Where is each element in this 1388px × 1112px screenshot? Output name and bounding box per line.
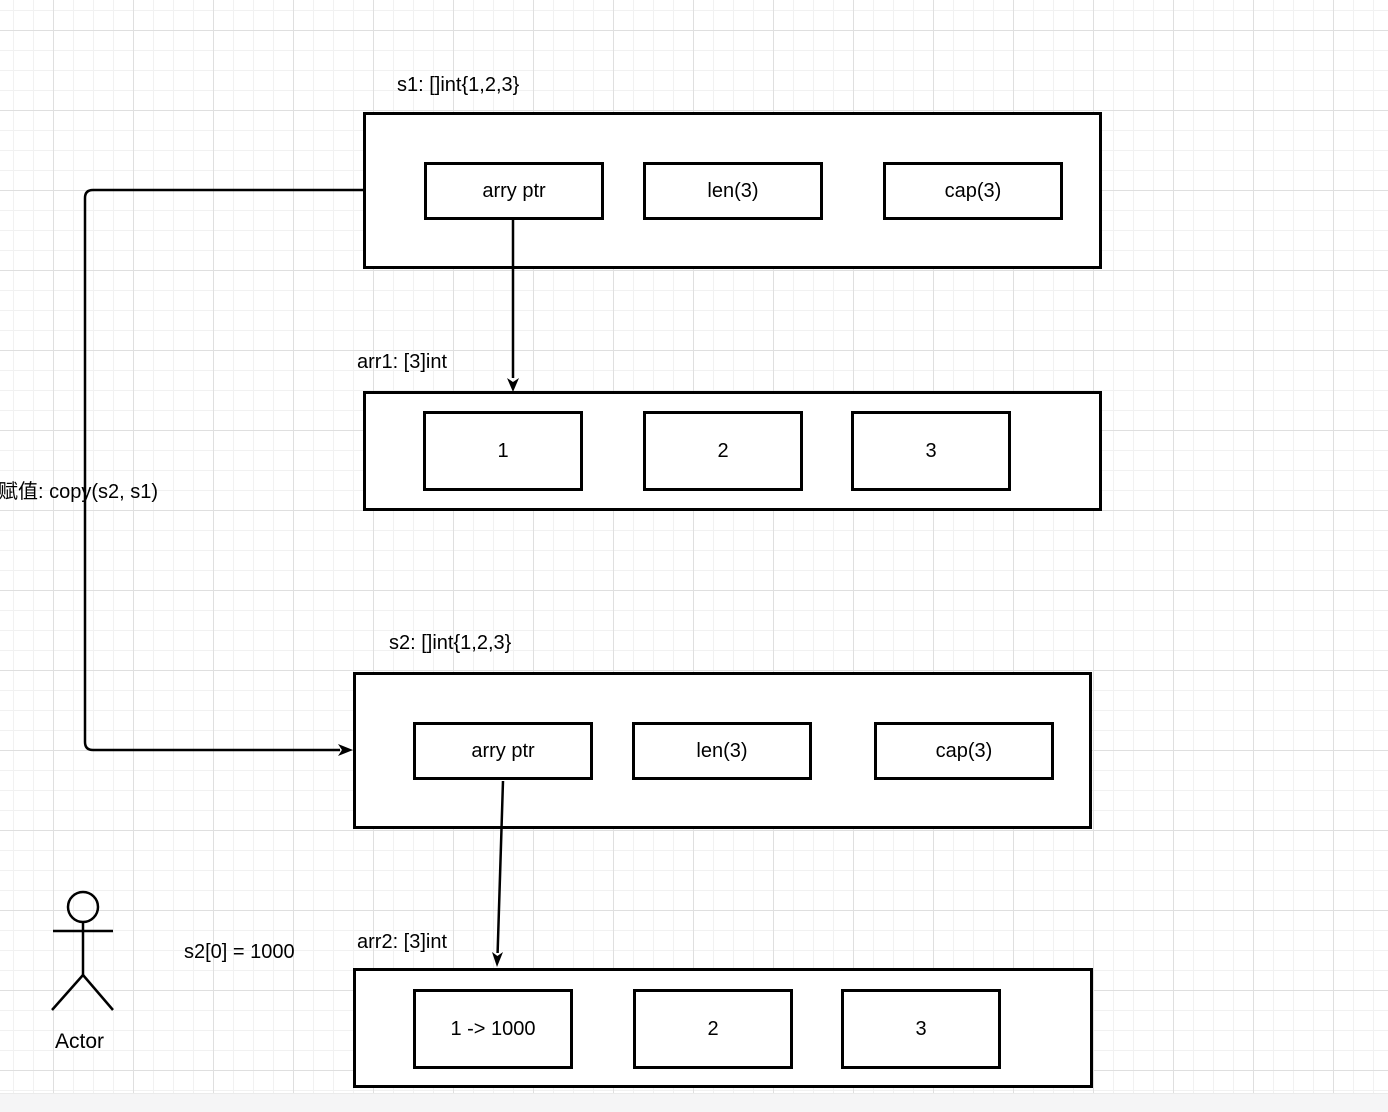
s2-struct-box[interactable]: arry ptr len(3) cap(3) — [353, 672, 1092, 829]
arr1-cell-1[interactable]: 2 — [643, 411, 803, 491]
arr2-title-label: arr2: [3]int — [357, 931, 448, 953]
s1-arryptr-cell[interactable]: arry ptr — [424, 162, 604, 220]
arr1-cell-2[interactable]: 3 — [851, 411, 1011, 491]
arr2-cell-2[interactable]: 3 — [841, 989, 1001, 1069]
s2-cap-cell[interactable]: cap(3) — [874, 722, 1054, 780]
arr2-cell-1[interactable]: 2 — [633, 989, 793, 1069]
actor-right-leg-icon — [82, 974, 114, 1011]
page-edge-strip — [0, 1093, 1388, 1112]
actor-label: Actor — [55, 1030, 105, 1053]
arr1-array-box[interactable]: 1 2 3 — [363, 391, 1102, 511]
s2-len-cell[interactable]: len(3) — [632, 722, 812, 780]
s1-ptr-arrowhead-icon — [507, 378, 519, 392]
actor-left-leg-icon — [51, 974, 84, 1011]
arr2-cell-0[interactable]: 1 -> 1000 — [413, 989, 573, 1069]
actor-head-icon — [66, 890, 100, 924]
s1-title-label: s1: []int{1,2,3} — [397, 74, 520, 96]
copy-connector-line[interactable] — [83, 188, 363, 752]
arr1-cell-0[interactable]: 1 — [423, 411, 583, 491]
s2-title-label: s2: []int{1,2,3} — [389, 632, 512, 654]
s2-arryptr-cell[interactable]: arry ptr — [413, 722, 593, 780]
s1-cap-cell[interactable]: cap(3) — [883, 162, 1063, 220]
arr2-array-box[interactable]: 1 -> 1000 2 3 — [353, 968, 1093, 1088]
s1-struct-box[interactable]: arry ptr len(3) cap(3) — [363, 112, 1102, 269]
arr1-title-label: arr1: [3]int — [357, 351, 448, 373]
s1-len-cell[interactable]: len(3) — [643, 162, 823, 220]
s2-ptr-arrowhead-icon — [492, 952, 503, 967]
copy-connector-arrowhead-icon — [338, 744, 353, 756]
assign-note-label: s2[0] = 1000 — [184, 941, 295, 963]
copy-note-label: 赋值: copy(s2, s1) — [0, 481, 159, 503]
actor-figure[interactable] — [51, 890, 114, 1011]
